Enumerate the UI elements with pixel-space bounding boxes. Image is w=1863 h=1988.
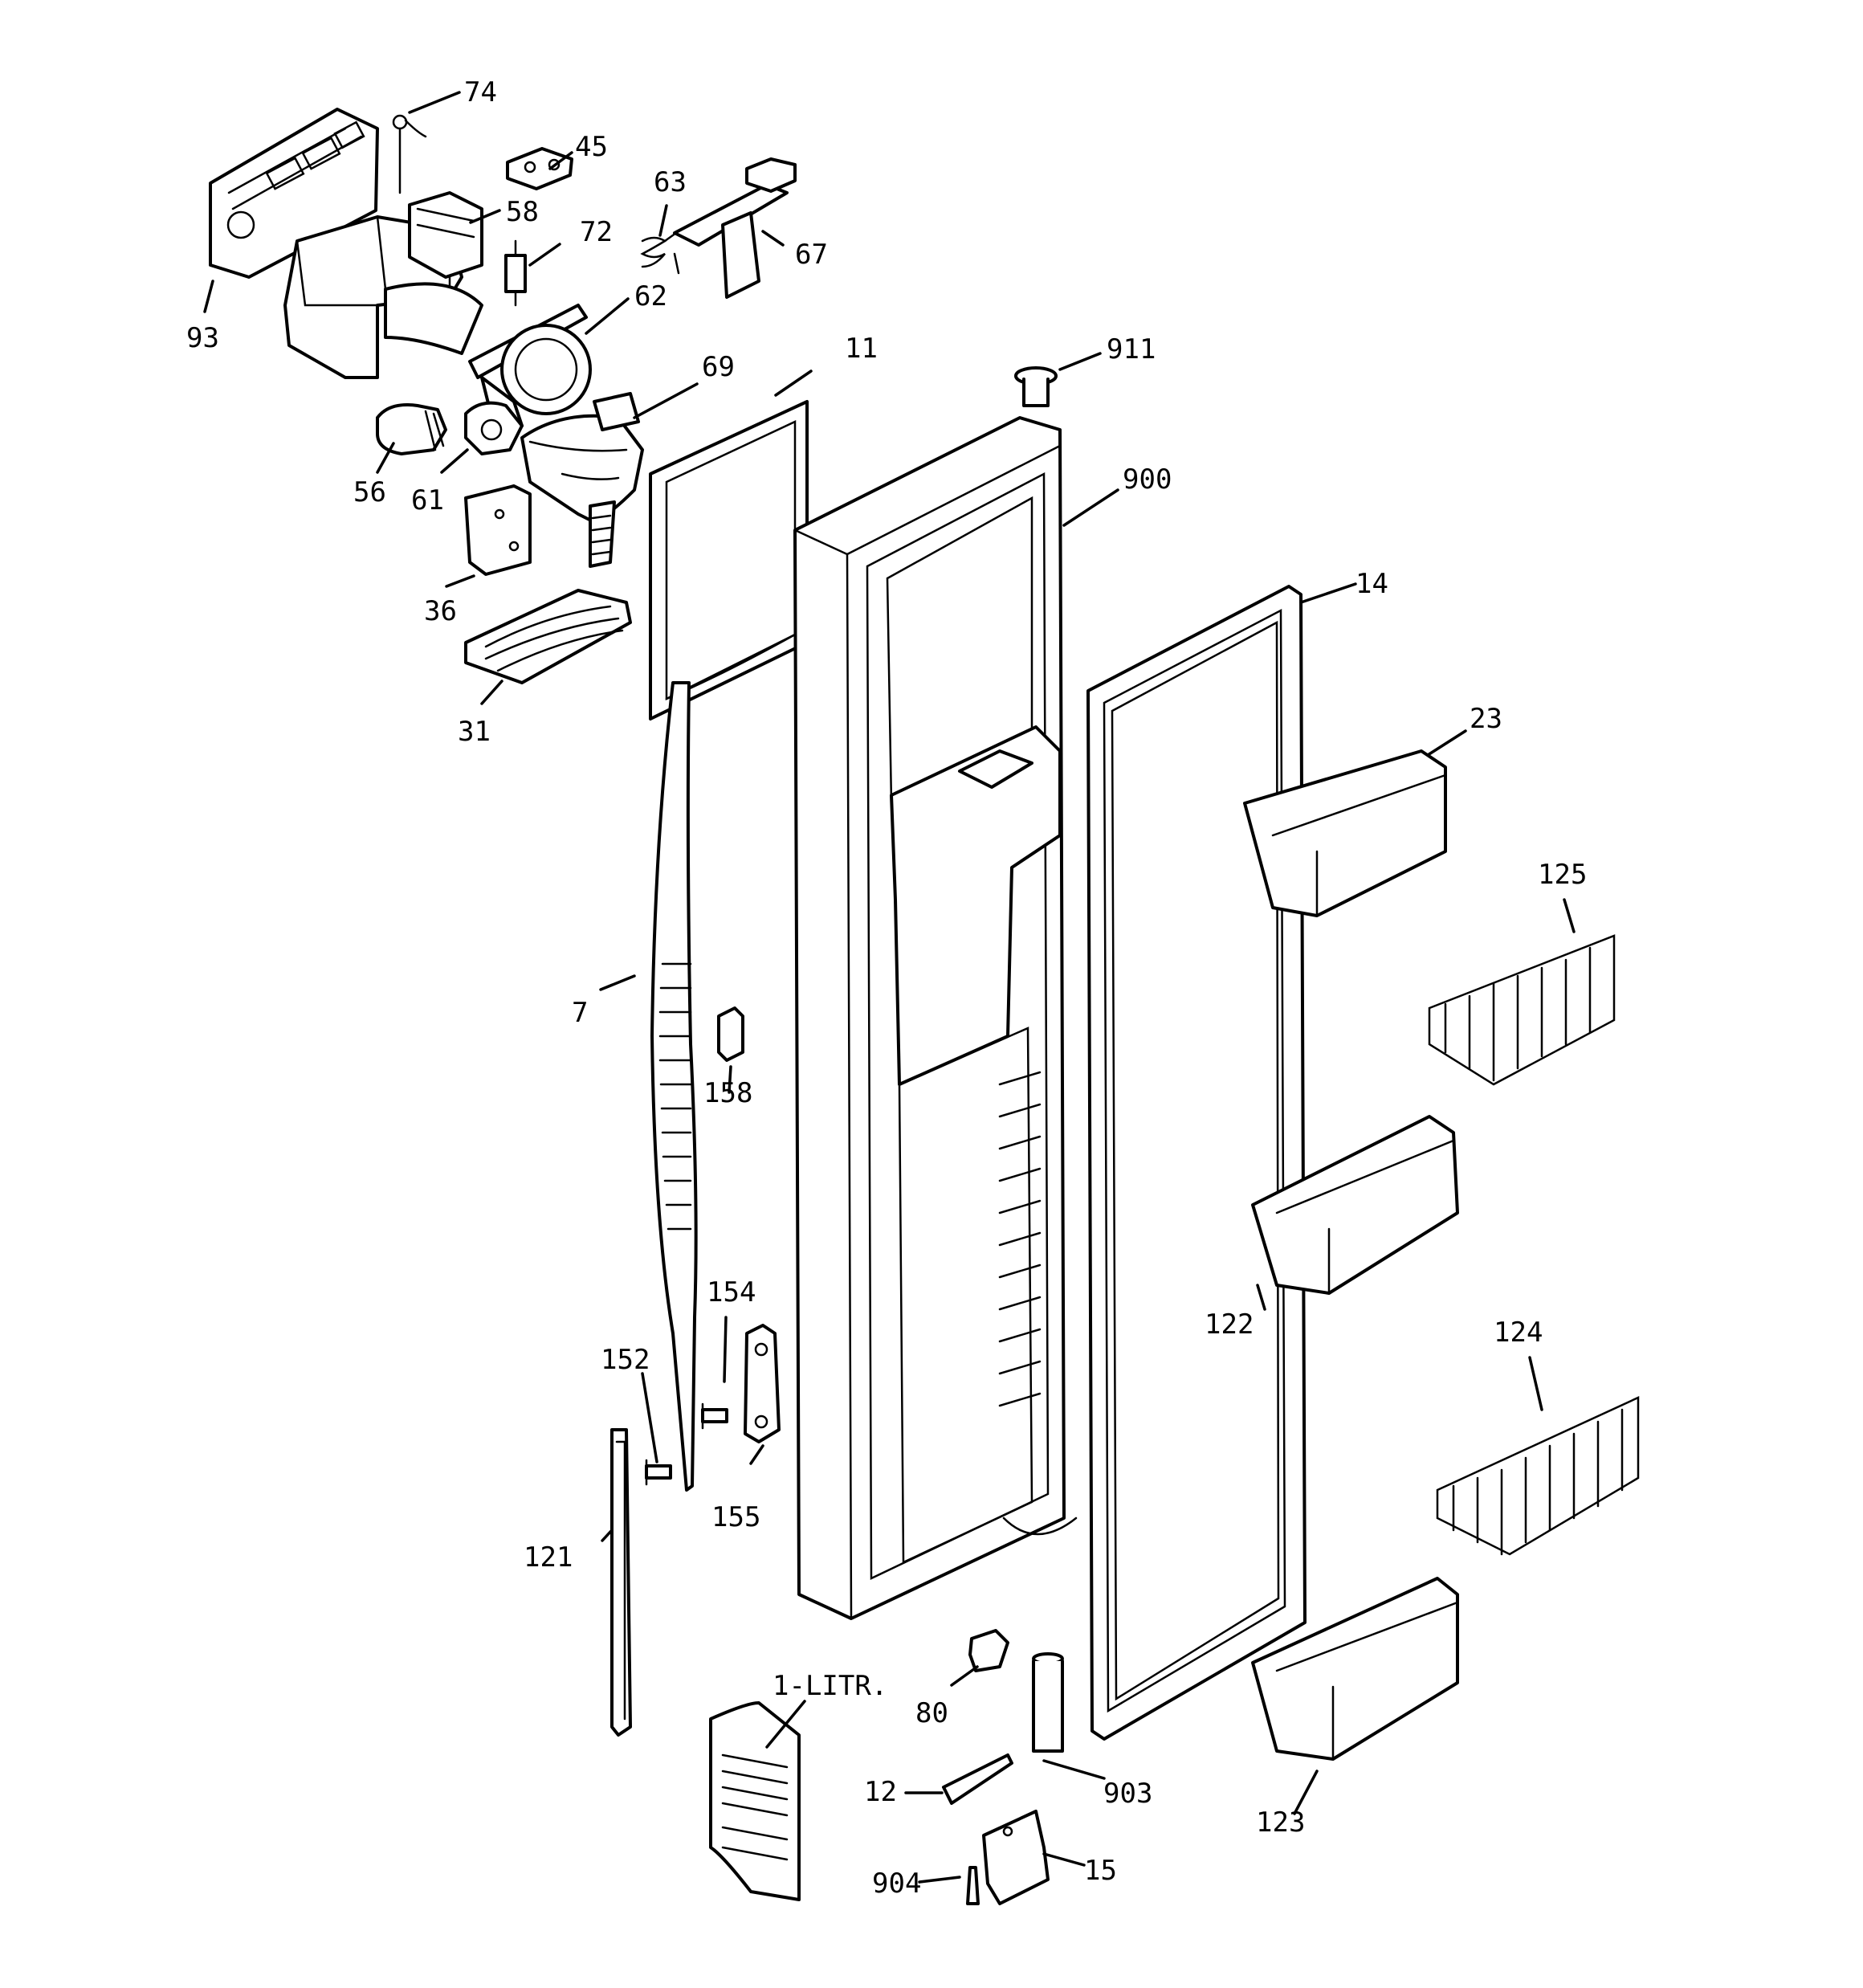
clip-158 — [717, 1006, 744, 1062]
plug-80 — [968, 1629, 1009, 1672]
dispenser-frame-11 — [649, 400, 809, 720]
ice-chute-funnel-69 — [520, 392, 644, 568]
callout-61: 61 — [411, 484, 444, 516]
callout-911: 911 — [1107, 333, 1156, 365]
shaft-lever-67 — [673, 157, 797, 299]
spring-74 — [392, 114, 427, 194]
actuator-bracket — [408, 191, 483, 279]
wire-shelf-124 — [1436, 1396, 1640, 1556]
door-bin-123 — [1251, 1577, 1459, 1761]
callout-152: 152 — [601, 1344, 650, 1376]
trim-strip-121 — [610, 1428, 632, 1737]
callout-124: 124 — [1494, 1316, 1543, 1349]
callout-58: 58 — [506, 196, 539, 228]
freezer-door-900 — [793, 416, 1078, 1620]
callout-122: 122 — [1205, 1308, 1254, 1341]
handle-7 — [650, 681, 698, 1492]
callout-154: 154 — [707, 1276, 756, 1308]
callout-900: 900 — [1123, 463, 1172, 496]
callout-93: 93 — [186, 322, 219, 354]
pin-903 — [1032, 1652, 1064, 1753]
callout-14: 14 — [1355, 568, 1388, 600]
callout-23: 23 — [1470, 703, 1502, 735]
screw-152 — [645, 1459, 672, 1486]
switch-72 — [504, 239, 527, 307]
callout-11: 11 — [845, 333, 878, 365]
door-bin-23 — [1243, 749, 1447, 917]
wire-shelf-125 — [1428, 934, 1616, 1086]
callout-56: 56 — [353, 476, 386, 508]
clip-45 — [506, 147, 573, 190]
drip-grille-31 — [464, 589, 632, 684]
callout-903: 903 — [1103, 1778, 1152, 1810]
callout-62: 62 — [634, 280, 667, 312]
screw-154 — [701, 1402, 728, 1430]
callout-36: 36 — [424, 595, 457, 627]
callout-7: 7 — [572, 997, 588, 1029]
cam-61 — [464, 401, 524, 455]
callout-12: 12 — [864, 1776, 897, 1808]
hinge-block-15 — [982, 1810, 1050, 1905]
hinge-155 — [744, 1324, 781, 1443]
dispenser-control-panel — [209, 108, 379, 279]
bracket-12 — [942, 1753, 1013, 1805]
auger-motor-62 — [468, 304, 592, 427]
callout-15: 15 — [1084, 1855, 1117, 1887]
callout-121: 121 — [524, 1541, 573, 1574]
callout-67: 67 — [795, 239, 828, 271]
callout-74: 74 — [464, 76, 497, 108]
callout-45: 45 — [575, 131, 608, 163]
callout-63: 63 — [654, 166, 687, 198]
callout-155: 155 — [711, 1501, 760, 1533]
leader-lines — [203, 91, 1576, 1884]
screw-904 — [966, 1866, 980, 1905]
callout-1-litr: 1-LITR. — [773, 1670, 887, 1702]
callout-125: 125 — [1538, 859, 1587, 891]
callout-904: 904 — [872, 1868, 921, 1900]
bracket-36 — [464, 484, 532, 576]
callout-72: 72 — [580, 216, 613, 248]
motor-56 — [376, 403, 447, 455]
callout-31: 31 — [458, 716, 491, 748]
door-gasket-14 — [1086, 585, 1307, 1741]
callout-80: 80 — [915, 1697, 948, 1729]
manual-1-litr — [709, 1701, 801, 1901]
callout-123: 123 — [1256, 1806, 1305, 1839]
bushing-911 — [1014, 366, 1058, 407]
spring-63 — [640, 231, 680, 275]
callout-158: 158 — [703, 1077, 752, 1109]
callout-69: 69 — [702, 351, 735, 383]
door-bin-122 — [1251, 1115, 1459, 1295]
